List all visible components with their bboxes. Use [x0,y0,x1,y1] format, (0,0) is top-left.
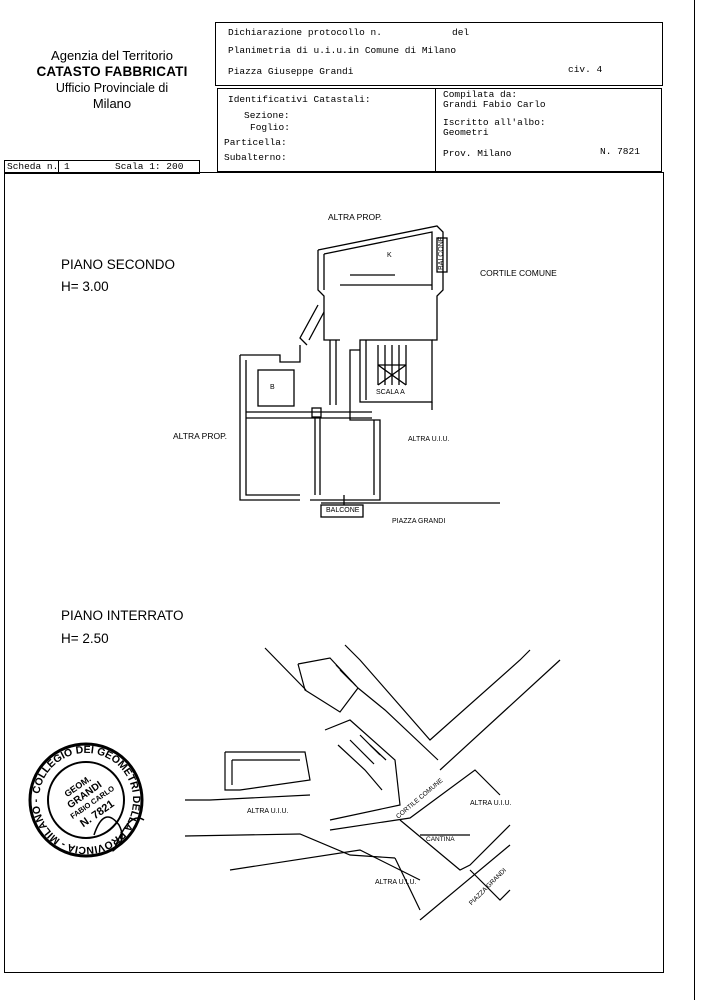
compilata-label: Compilata da: [443,89,518,100]
lower-wing-left-wall [239,355,300,501]
scheda-label: Scheda n. 1 [7,161,70,172]
interrato-stair-block [324,719,401,821]
upper-wing-left-wall [317,250,340,341]
scheda-row [4,160,200,174]
upper-wing-outer-wall [317,225,444,341]
identificativi-title: Identificativi Catastali: [228,94,371,105]
protocol-box [215,22,663,86]
label-interrato-altra-uiu-bottom: ALTRA U.I.U. [375,879,417,886]
del-label: del [452,27,470,38]
balcone-bottom-box [320,504,364,518]
city-label: Milano [92,96,132,111]
iscritto-label: Iscritto all'albo: [443,117,546,128]
label-altra-prop-top: ALTRA PROP. [328,212,383,222]
agency-block: Agenzia del Territorio CATASTO FABBRICAT… [12,48,212,112]
planimetria-label: Planimetria di u.i.u.in Comune di Milano [228,45,457,56]
label-altra-uiu: ALTRA U.I.U. [408,436,450,443]
label-k: K [387,252,392,259]
label-b: B [270,384,275,391]
dichiarazione-label: Dichiarazione protocollo n. [228,27,382,38]
piano-secondo-title: PIANO SECONDO [61,257,176,272]
label-interrato-altra-uiu-left: ALTRA U.I.U. [247,808,289,815]
label-balcone-right: BALCONE [438,236,445,270]
scheda-divider [58,160,59,174]
piano-interrato-title: PIANO INTERRATO [61,608,184,623]
address-label: Piazza Giuseppe Grandi [228,66,354,77]
prov-label: Prov. Milano [443,148,512,159]
numero-label: N. 7821 [600,146,640,157]
foglio-label: Foglio: [250,122,290,133]
label-altra-prop-left: ALTRA PROP. [173,431,228,441]
label-interrato-altra-uiu-right: ALTRA U.I.U. [470,800,512,807]
compilata-name: Grandi Fabio Carlo [443,99,546,110]
subalterno-label: Subalterno: [224,152,287,163]
label-interrato-cantina: CANTINA [426,836,455,843]
geometri-stamp: COLLEGIO DEI GEOMETRI DELLA PROVINCIA - … [24,735,154,865]
lower-wing-top-wall [240,345,301,363]
piano-interrato-height: H= 2.50 [61,631,109,646]
balcone-right-box [436,237,448,273]
label-cortile-comune: CORTILE COMUNE [480,268,557,278]
interrato-left-room [224,751,311,791]
label-scala-a: SCALA A [376,389,405,396]
particella-label: Particella: [224,137,287,148]
stamp-seal-icon: COLLEGIO DEI GEOMETRI DELLA PROVINCIA - … [28,742,145,858]
label-balcone-bottom: BALCONE [326,507,360,514]
piano-secondo-plan [239,225,500,518]
agency-name: Agenzia del Territorio [51,48,173,63]
ufficio-label: Ufficio Provinciale di [55,81,169,95]
page-edge-line [694,0,695,1000]
sezione-label: Sezione: [244,110,290,121]
stair-block [359,339,433,403]
albo-value: Geometri [443,127,489,138]
identificativi-divider [435,88,436,172]
label-piazza-grandi: PIAZZA GRANDI [392,518,446,525]
drawing-frame [4,172,664,973]
interrato-cantina-block [399,819,511,871]
piano-secondo-height: H= 3.00 [61,279,109,294]
civ-label: civ. 4 [568,64,603,75]
catasto-title: CATASTO FABBRICATI [36,64,188,79]
identificativi-box [217,88,662,172]
scala-label: Scala 1: 200 [115,161,184,172]
interrato-upper-block [297,657,359,713]
piano-interrato-plan [184,644,561,921]
